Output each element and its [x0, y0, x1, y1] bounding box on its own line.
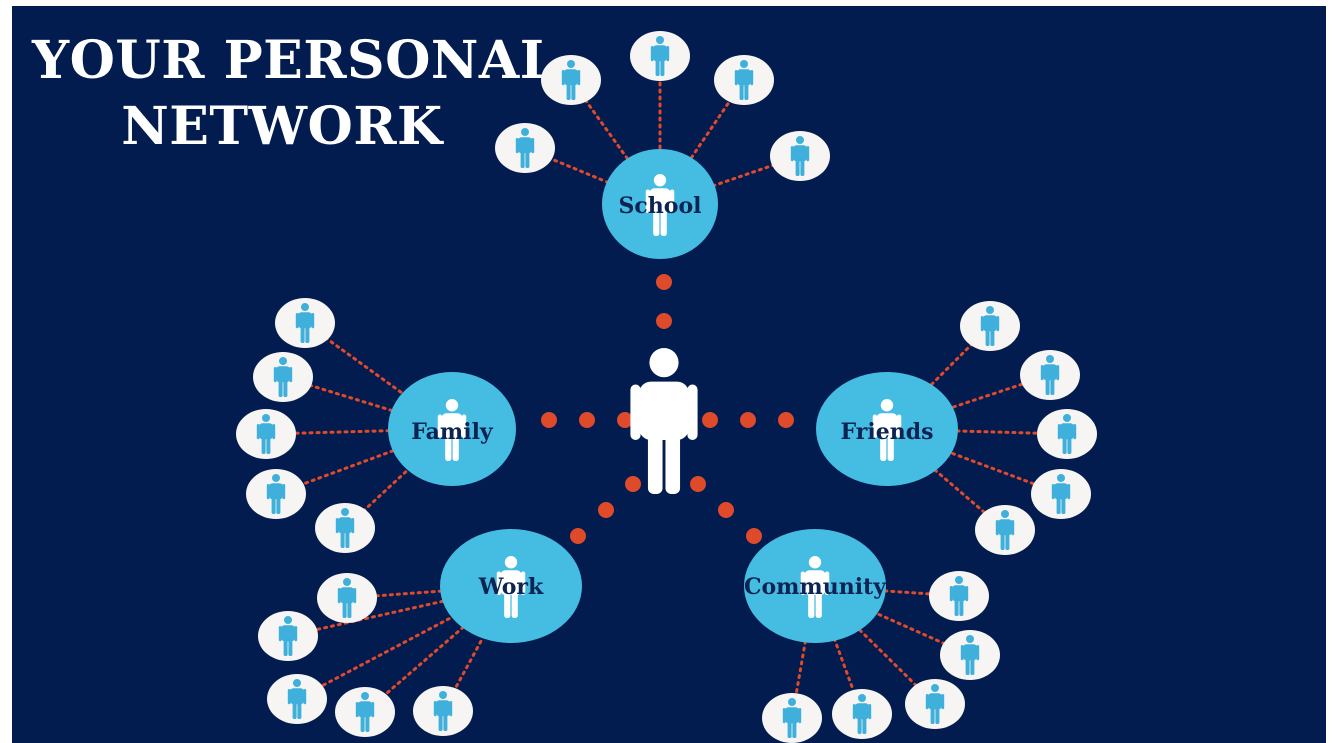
connector-dot [570, 528, 586, 544]
contact-node [960, 301, 1020, 351]
hub-label-school: School [619, 193, 702, 219]
connector-dot [598, 502, 614, 518]
connector-dot [702, 412, 718, 428]
person-icon [335, 508, 355, 548]
person-icon [1051, 474, 1071, 514]
person-icon [287, 679, 307, 719]
person-icon [273, 357, 293, 397]
contact-node [714, 55, 774, 105]
person-icon [949, 576, 969, 616]
person-icon [960, 635, 980, 675]
person-icon [256, 414, 276, 454]
person-icon [645, 174, 675, 236]
center-connectors [541, 274, 794, 544]
contact-node [267, 674, 327, 724]
contact-node [275, 298, 335, 348]
hub-friends: Friends [816, 372, 958, 486]
person-icon [734, 60, 754, 100]
connector-dot [718, 502, 734, 518]
contact-node [929, 571, 989, 621]
hub-family: Family [388, 372, 516, 486]
connector-dot [746, 528, 762, 544]
contact-node [253, 352, 313, 402]
hub-label-friends: Friends [841, 419, 934, 445]
contact-node [1020, 350, 1080, 400]
contact-node [246, 469, 306, 519]
person-icon [295, 303, 315, 343]
connector-dot [740, 412, 756, 428]
hub-label-work: Work [478, 574, 544, 600]
person-icon [278, 616, 298, 656]
hub-community: Community [744, 529, 887, 643]
contact-node [1031, 469, 1091, 519]
person-icon [437, 399, 467, 461]
person-icon [925, 684, 945, 724]
contact-node [258, 611, 318, 661]
connector-dot [656, 274, 672, 290]
contact-node [236, 409, 296, 459]
contact-node [975, 505, 1035, 555]
contact-node [317, 573, 377, 623]
contact-node [905, 679, 965, 729]
person-icon [790, 136, 810, 176]
title-line-1: YOUR PERSONAL [32, 30, 557, 91]
person-icon [433, 691, 453, 731]
connector-dot [579, 412, 595, 428]
contact-node [315, 503, 375, 553]
person-icon [980, 306, 1000, 346]
contact-node [832, 689, 892, 739]
hub-work: Work [440, 529, 582, 643]
connector-line [295, 584, 513, 701]
contact-node [630, 31, 690, 81]
connector-dot [778, 412, 794, 428]
contact-node [541, 55, 601, 105]
contact-node [770, 131, 830, 181]
person-icon [561, 60, 581, 100]
person-icon [800, 556, 830, 618]
person-icon [496, 556, 526, 618]
connector-dot [656, 313, 672, 329]
title-line-2: NETWORK [121, 96, 443, 157]
hub-label-family: Family [411, 419, 494, 445]
hub-label-community: Community [744, 574, 887, 600]
person-icon [1057, 414, 1077, 454]
person-icon [355, 692, 375, 732]
contact-node [335, 687, 395, 737]
contact-node [940, 630, 1000, 680]
person-icon [515, 128, 535, 168]
person-icon [852, 694, 872, 734]
contact-node [495, 123, 555, 173]
center-person [630, 348, 698, 494]
connector-line [363, 584, 513, 714]
contact-node [762, 693, 822, 743]
connector-dot [617, 412, 633, 428]
connector-dot [541, 412, 557, 428]
connector-dot [625, 476, 641, 492]
page-title: YOUR PERSONAL NETWORK [32, 28, 557, 160]
person-icon [872, 399, 902, 461]
contact-node [413, 686, 473, 736]
person-icon [630, 348, 698, 494]
person-icon [1040, 355, 1060, 395]
connector-dot [690, 476, 706, 492]
person-icon [266, 474, 286, 514]
person-icon [782, 698, 802, 738]
person-icon [650, 36, 670, 76]
person-icon [995, 510, 1015, 550]
hub-school: School [602, 149, 718, 259]
contact-node [1037, 409, 1097, 459]
person-icon [337, 578, 357, 618]
